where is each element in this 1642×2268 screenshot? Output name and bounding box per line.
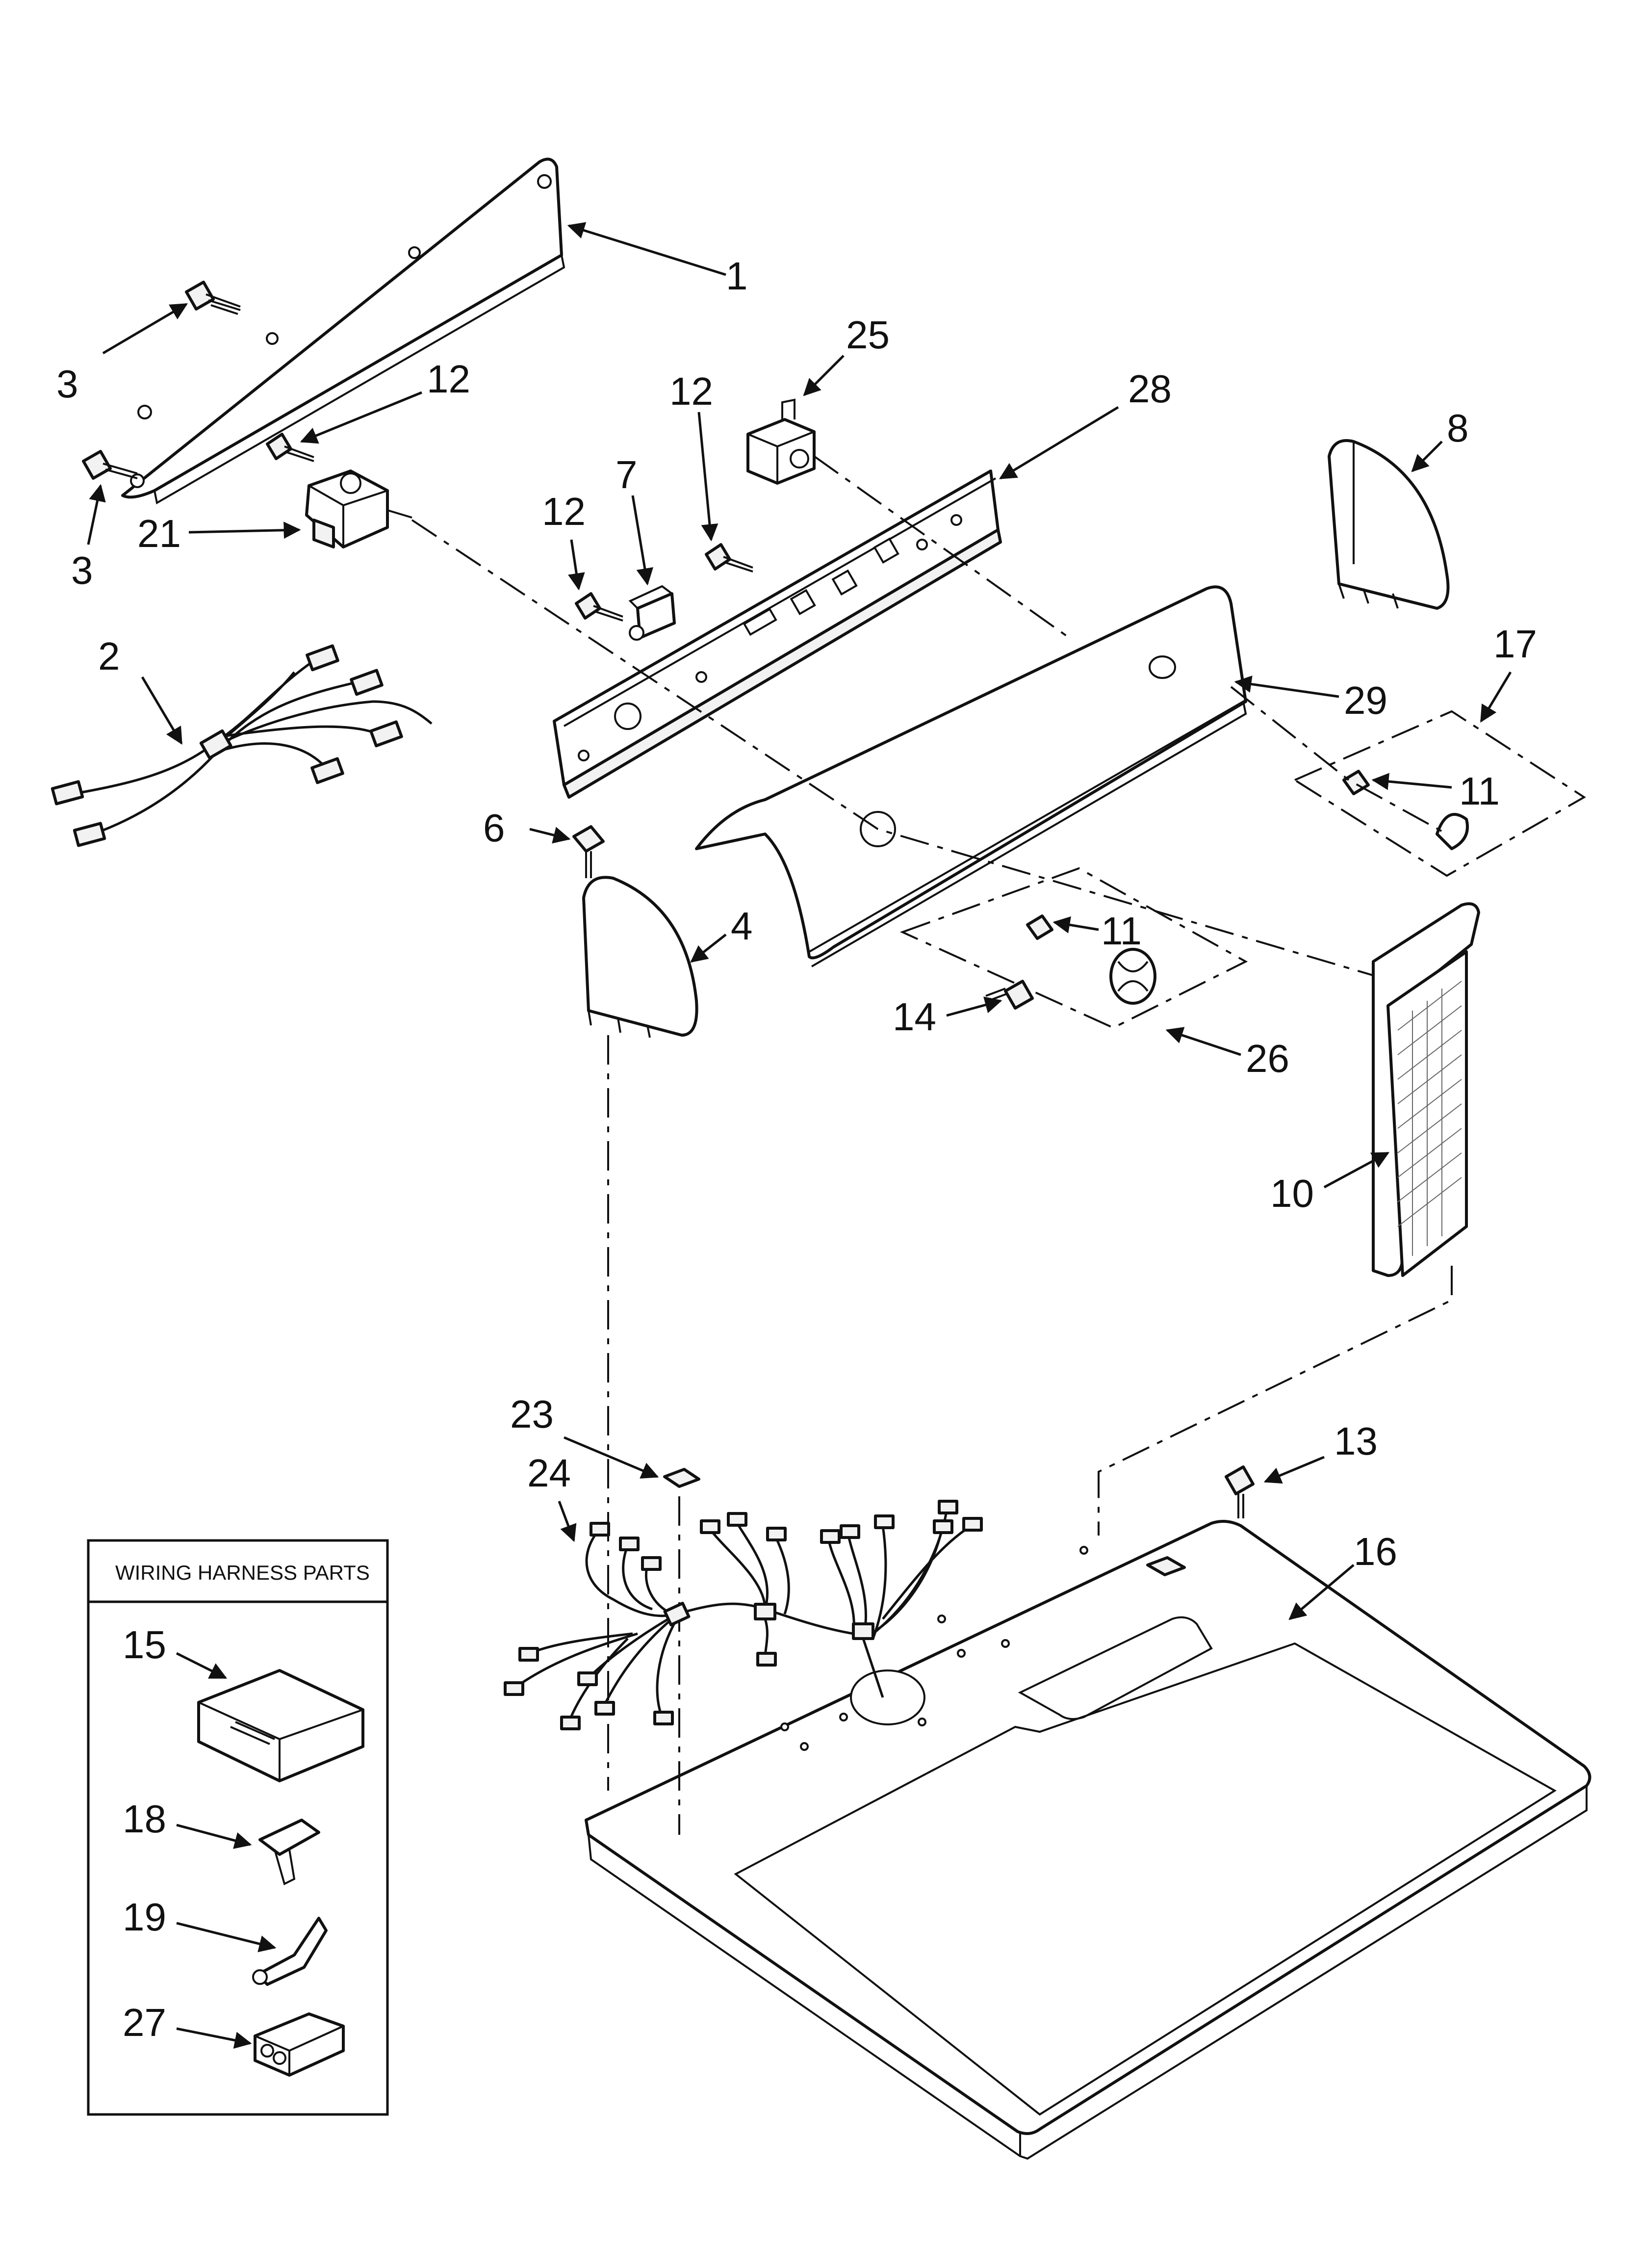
label-part-11a: 11 (1459, 769, 1500, 813)
leader-24 (558, 1501, 577, 1542)
part-14-screw (985, 980, 1034, 1010)
leader-29 (1234, 676, 1339, 698)
leader-7 (631, 495, 654, 586)
leader-3a (102, 303, 188, 355)
mount-line-screen (1098, 1266, 1453, 1536)
wiring-harness-inset: WIRING HARNESS PARTS 15 18 19 27 (87, 1539, 389, 2116)
label-part-23: 23 (510, 1392, 554, 1436)
part-26-kit-box (899, 867, 1248, 1029)
label-part-28: 28 (1128, 367, 1172, 411)
part-2-wire-harness (51, 644, 433, 847)
part-3-screw-lower (82, 450, 138, 480)
leader-27 (176, 2027, 252, 2049)
leader-11a (1371, 773, 1452, 790)
leader-12a (300, 391, 422, 444)
part-13-screw (1225, 1465, 1255, 1518)
part-8-end-cap-right (1328, 439, 1450, 610)
label-part-4: 4 (731, 904, 753, 948)
part-24-main-harness (504, 1500, 983, 1730)
label-part-10: 10 (1270, 1172, 1314, 1215)
label-part-14: 14 (893, 995, 936, 1039)
label-part-12c: 12 (669, 369, 713, 413)
part-21-timer (305, 469, 412, 548)
part-3-screw-upper (185, 281, 241, 315)
part-11-spring-right (1342, 770, 1370, 795)
part-12-screw-left (266, 433, 314, 462)
leader-2 (141, 676, 183, 745)
label-part-25: 25 (846, 313, 890, 357)
leader-12b (568, 539, 585, 591)
part-6-screw (572, 825, 605, 878)
label-part-26: 26 (1246, 1037, 1289, 1080)
shaft-line-right (1230, 686, 1447, 835)
label-part-18: 18 (123, 1797, 166, 1841)
label-part-2: 2 (98, 634, 120, 678)
leader-13 (1263, 1456, 1325, 1484)
leader-15 (176, 1652, 228, 1679)
leader-14 (946, 996, 1002, 1017)
inset-title: WIRING HARNESS PARTS (115, 1561, 370, 1584)
part-25-selector-switch (746, 398, 816, 485)
leader-12c (697, 412, 718, 542)
part-17-kit-box (1292, 710, 1586, 877)
part-29-console (695, 585, 1247, 967)
leader-19 (176, 1922, 277, 1953)
label-part-27: 27 (123, 2001, 166, 2044)
leader-3b (87, 484, 106, 545)
label-part-12b: 12 (542, 490, 586, 533)
leader-4 (690, 934, 727, 963)
label-part-11b: 11 (1101, 909, 1142, 953)
label-part-19: 19 (123, 1895, 166, 1939)
part-18-clip (258, 1819, 320, 1885)
part-27-plug (254, 2012, 345, 2077)
label-part-13: 13 (1334, 1419, 1378, 1463)
leader-25 (803, 355, 845, 396)
label-part-12a: 12 (427, 357, 470, 401)
part-1-rear-panel (121, 157, 565, 505)
leader-8 (1411, 441, 1443, 472)
part-16-top-panel (585, 1520, 1591, 2160)
label-part-15: 15 (123, 1623, 166, 1667)
part-19-terminal (252, 1917, 328, 1986)
leader-21 (188, 521, 301, 539)
part-10-lint-screen (1372, 902, 1480, 1277)
leader-1 (567, 222, 726, 276)
leader-10 (1323, 1151, 1390, 1189)
leader-6 (529, 827, 571, 844)
leader-23 (564, 1436, 659, 1479)
leader-28 (999, 406, 1119, 480)
leader-26 (1165, 1027, 1241, 1056)
part-4-end-cap-left (582, 876, 698, 1038)
label-part-3a: 3 (56, 362, 78, 406)
part-23-clip (663, 1468, 700, 1488)
label-part-16: 16 (1354, 1530, 1397, 1573)
label-part-17: 17 (1493, 622, 1537, 666)
leader-18 (176, 1824, 252, 1849)
label-part-7: 7 (616, 453, 638, 496)
label-part-6: 6 (483, 806, 505, 850)
label-part-24: 24 (527, 1451, 571, 1495)
knob-right (1436, 813, 1469, 850)
label-part-21: 21 (137, 512, 181, 555)
knob-center (1109, 948, 1156, 1005)
part-15-connector-block (197, 1669, 364, 1782)
part-11-spring-center (1026, 914, 1053, 940)
shaft-line-timer (411, 519, 1393, 982)
part-12-screw-middle (575, 592, 623, 622)
label-part-29: 29 (1344, 678, 1387, 722)
part-7-switch (628, 585, 676, 641)
part-12-screw-right (705, 543, 753, 573)
leader-17 (1480, 671, 1512, 723)
label-part-1: 1 (726, 254, 748, 298)
label-part-3b: 3 (71, 548, 93, 592)
label-part-8: 8 (1447, 406, 1469, 450)
leader-11b (1052, 916, 1099, 934)
leader-16 (1288, 1564, 1355, 1620)
part-28-console-bracket (553, 469, 1002, 799)
